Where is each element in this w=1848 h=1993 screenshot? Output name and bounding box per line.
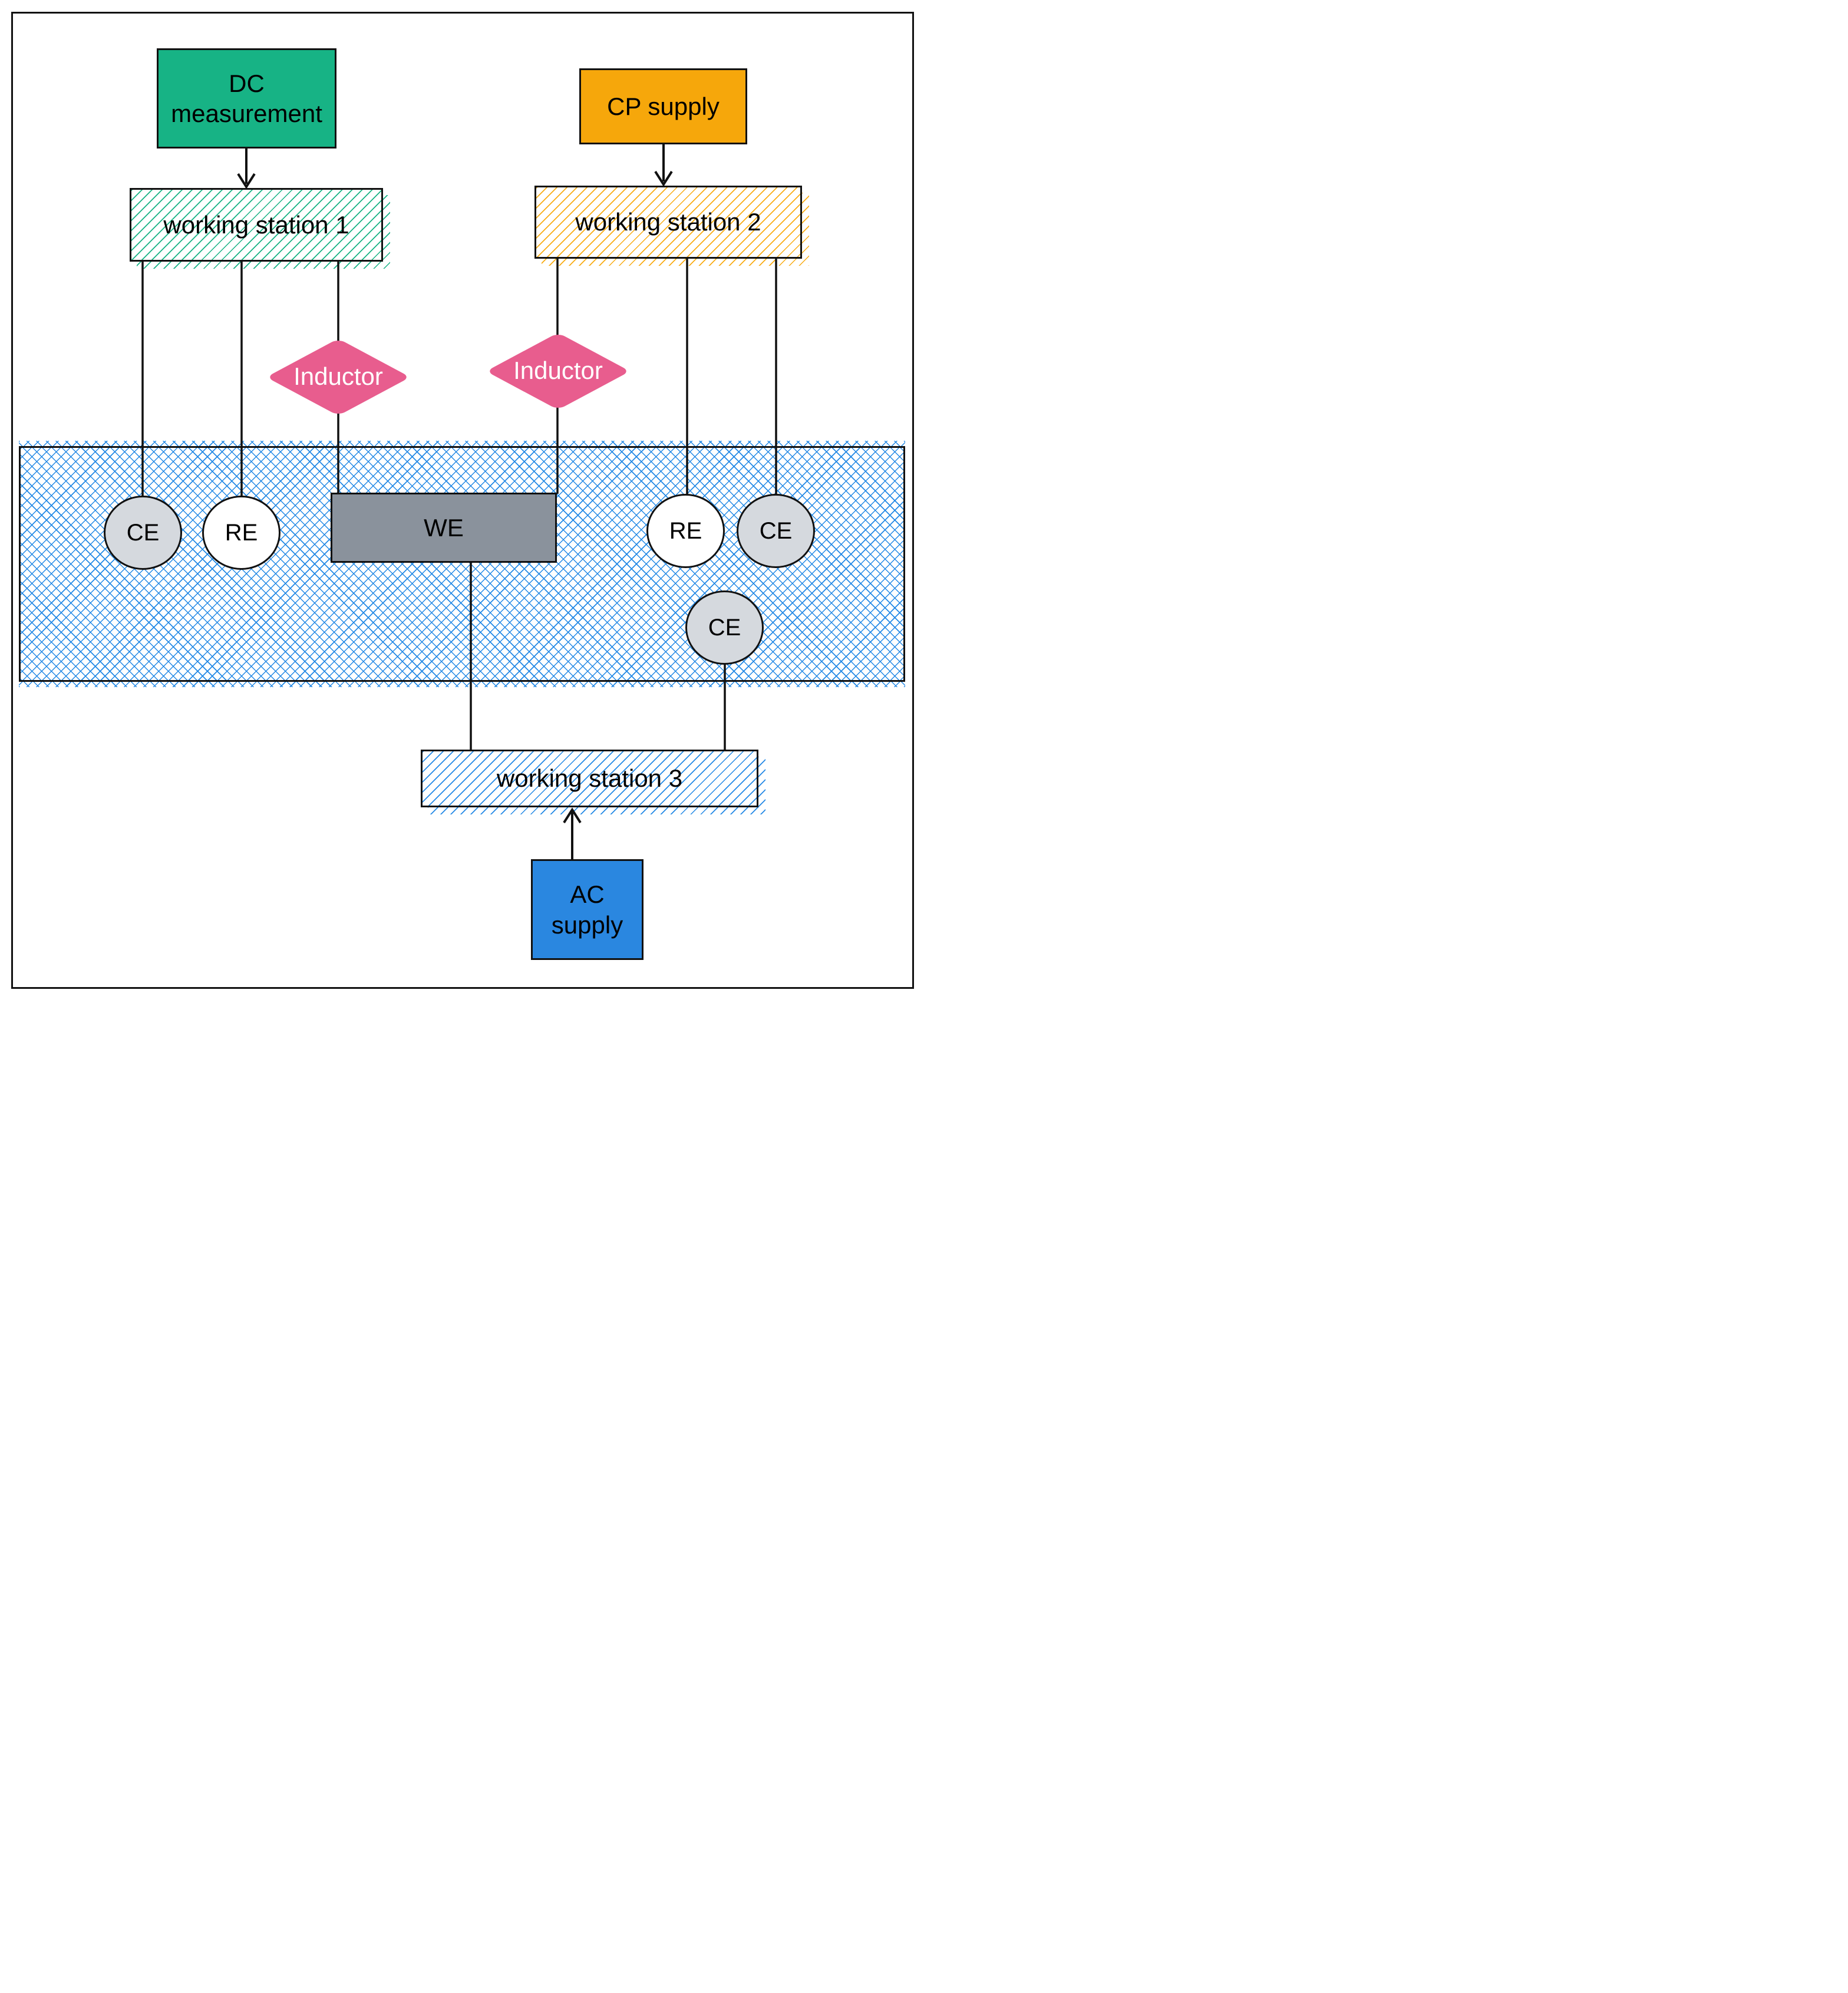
working-station-3-box: working station 3 (421, 750, 758, 807)
arrow-ac-to-ws3 (563, 807, 582, 859)
working-station-2-label: working station 2 (575, 208, 761, 236)
working-station-1-label: working station 1 (163, 210, 349, 239)
cp-supply-box: CP supply (579, 68, 747, 144)
arrow-cp-to-ws2 (654, 144, 673, 187)
ce-right-label: CE (759, 517, 793, 544)
dc-measurement-box: DC measurement (157, 48, 336, 149)
ce-electrode-right: CE (737, 494, 815, 568)
we-electrode-label: WE (424, 513, 464, 542)
re-electrode-left: RE (202, 496, 280, 570)
ce-bottom-label: CE (708, 614, 741, 641)
working-station-1-box: working station 1 (130, 188, 383, 262)
ac-supply-box: AC supply (531, 859, 644, 960)
re-right-label: RE (669, 517, 702, 544)
ce-electrode-left: CE (104, 496, 182, 570)
ce-left-label: CE (126, 519, 160, 546)
re-left-label: RE (225, 519, 258, 546)
inductor-2-label: Inductor (513, 357, 603, 385)
inductor-1-label: Inductor (293, 362, 383, 391)
working-station-2-box: working station 2 (534, 186, 802, 259)
diagram-canvas: DC measurement CP supply AC supply worki… (0, 0, 924, 996)
re-electrode-right: RE (646, 494, 725, 568)
dc-measurement-label: DC measurement (171, 69, 322, 127)
ce-electrode-bottom: CE (685, 590, 764, 665)
ac-supply-label: AC supply (551, 880, 623, 939)
working-station-3-label: working station 3 (496, 764, 683, 793)
outer-frame (11, 12, 914, 989)
we-electrode-box: WE (331, 493, 557, 563)
cp-supply-label: CP supply (607, 92, 720, 120)
arrow-dc-to-ws1 (237, 149, 256, 189)
